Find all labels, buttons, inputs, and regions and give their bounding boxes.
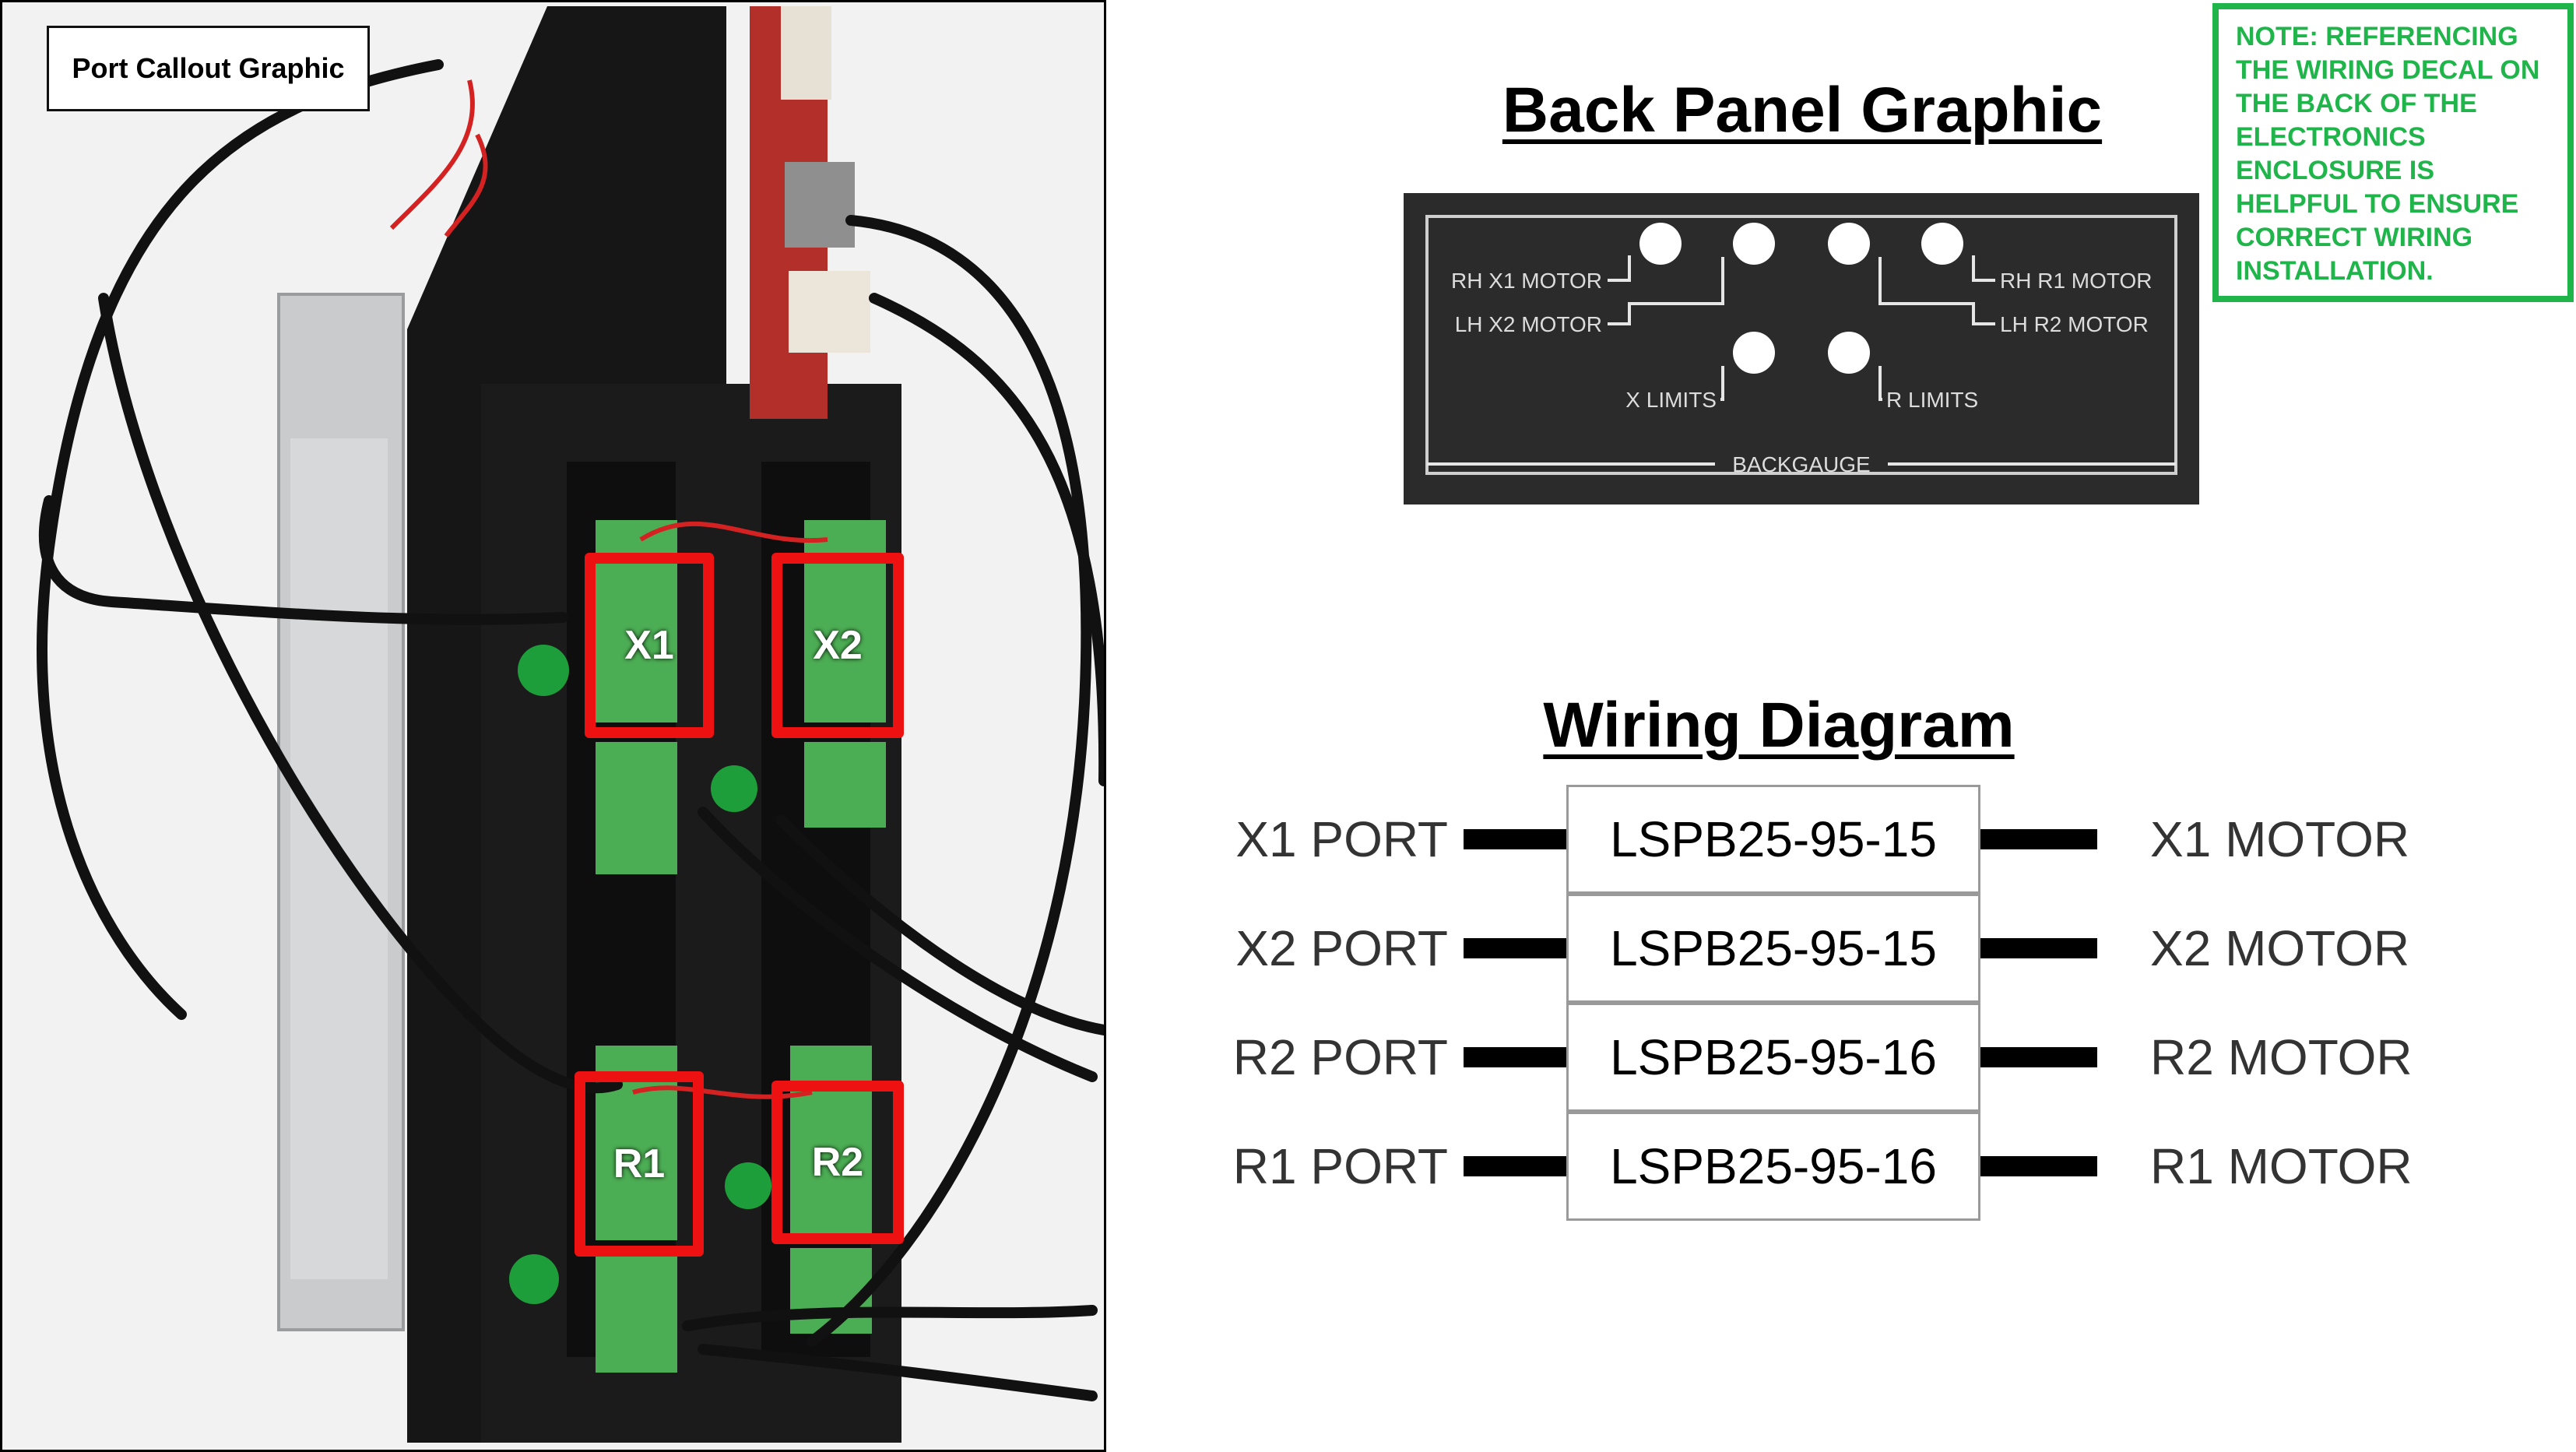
motor-label: R2 MOTOR: [2150, 1029, 2413, 1085]
port-connector-line: [1464, 938, 1566, 958]
port-label: X2 PORT: [1235, 920, 1448, 976]
connector-lh-x2: [1733, 223, 1775, 265]
back-panel-leader-lines: [1427, 255, 2176, 466]
port-label-r1: R1: [613, 1141, 666, 1187]
back-panel-connectors: [1639, 223, 1963, 374]
label-x-limits: X LIMITS: [1625, 388, 1717, 412]
motor-connector-line: [1980, 829, 2097, 849]
qc-pass-stickers: [509, 645, 771, 1304]
wiring-row: R1 PORT LSPB25-95-16 R1 MOTOR: [0, 1112, 2576, 1221]
connector-rh-x1: [1639, 223, 1682, 265]
back-panel-title: Back Panel Graphic: [1502, 75, 2103, 146]
wiring-row: R2 PORT LSPB25-95-16 R2 MOTOR: [0, 1003, 2576, 1112]
back-panel-border: [1425, 215, 2177, 475]
port-label-x1: X1: [624, 623, 674, 668]
motor-label: R1 MOTOR: [2150, 1138, 2413, 1194]
motor-connector-line: [1980, 938, 2097, 958]
port-connector-line: [1464, 1156, 1566, 1176]
label-backgauge: BACKGAUGE: [1732, 452, 1870, 476]
port-connector-line: [1464, 829, 1566, 849]
motor-label: X1 MOTOR: [2150, 811, 2410, 867]
port-label: R2 PORT: [1232, 1029, 1448, 1085]
wiring-row: X1 PORT LSPB25-95-15 X1 MOTOR: [0, 785, 2576, 894]
label-lh-r2-motor: LH R2 MOTOR: [2000, 312, 2149, 336]
electronics-enclosure-illustration: [37, 6, 1104, 1443]
wiring-diagram-title: Wiring Diagram: [1543, 690, 2015, 761]
port-highlight-r1: R1: [575, 1071, 704, 1257]
motor-label: X2 MOTOR: [2150, 920, 2410, 976]
wiring-row: X2 PORT LSPB25-95-15 X2 MOTOR: [0, 894, 2576, 1003]
motor-connector-line: [1980, 1156, 2097, 1176]
port-highlight-x2: X2: [771, 553, 904, 738]
port-label: R1 PORT: [1232, 1138, 1448, 1194]
label-rh-x1-motor: RH X1 MOTOR: [1451, 269, 1602, 293]
port-label-x2: X2: [813, 623, 863, 668]
cable-part-number: LSPB25-95-15: [1566, 785, 1980, 894]
cable-part-number: LSPB25-95-16: [1566, 1112, 1980, 1221]
port-highlight-r2: R2: [771, 1081, 904, 1244]
usb-port: [785, 162, 855, 248]
cable-part-number: LSPB25-95-15: [1566, 894, 1980, 1003]
port-label: X1 PORT: [1235, 811, 1448, 867]
power-connector: [789, 271, 870, 353]
wiring-note: NOTE: REFERENCING THE WIRING DECAL ON TH…: [2212, 3, 2574, 302]
label-lh-x2-motor: LH X2 MOTOR: [1455, 312, 1602, 336]
back-panel-plate: RH X1 MOTOR LH X2 MOTOR RH R1 MOTOR LH R…: [1404, 193, 2199, 505]
board-connector: [781, 6, 831, 100]
connector-x-limits: [1733, 332, 1775, 374]
cables: [37, 59, 1104, 1401]
label-rh-r1-motor: RH R1 MOTOR: [2000, 269, 2153, 293]
port-highlight-x1: X1: [585, 553, 714, 738]
back-panel-diagram: RH X1 MOTOR LH X2 MOTOR RH R1 MOTOR LH R…: [1425, 215, 2177, 476]
port-callout-label: Port Callout Graphic: [47, 26, 370, 111]
port-connector-line: [1464, 1047, 1566, 1067]
connector-lh-r2: [1828, 223, 1870, 265]
connector-rh-r1: [1921, 223, 1963, 265]
red-wires: [389, 79, 828, 1099]
cable-part-number: LSPB25-95-16: [1566, 1003, 1980, 1112]
label-r-limits: R LIMITS: [1886, 388, 1978, 412]
electronics-photo-panel: Port Callout Graphic X1 X2 R1 R2: [0, 0, 1106, 1452]
connector-r-limits: [1828, 332, 1870, 374]
motor-connector-line: [1980, 1047, 2097, 1067]
port-label-r2: R2: [811, 1140, 864, 1185]
